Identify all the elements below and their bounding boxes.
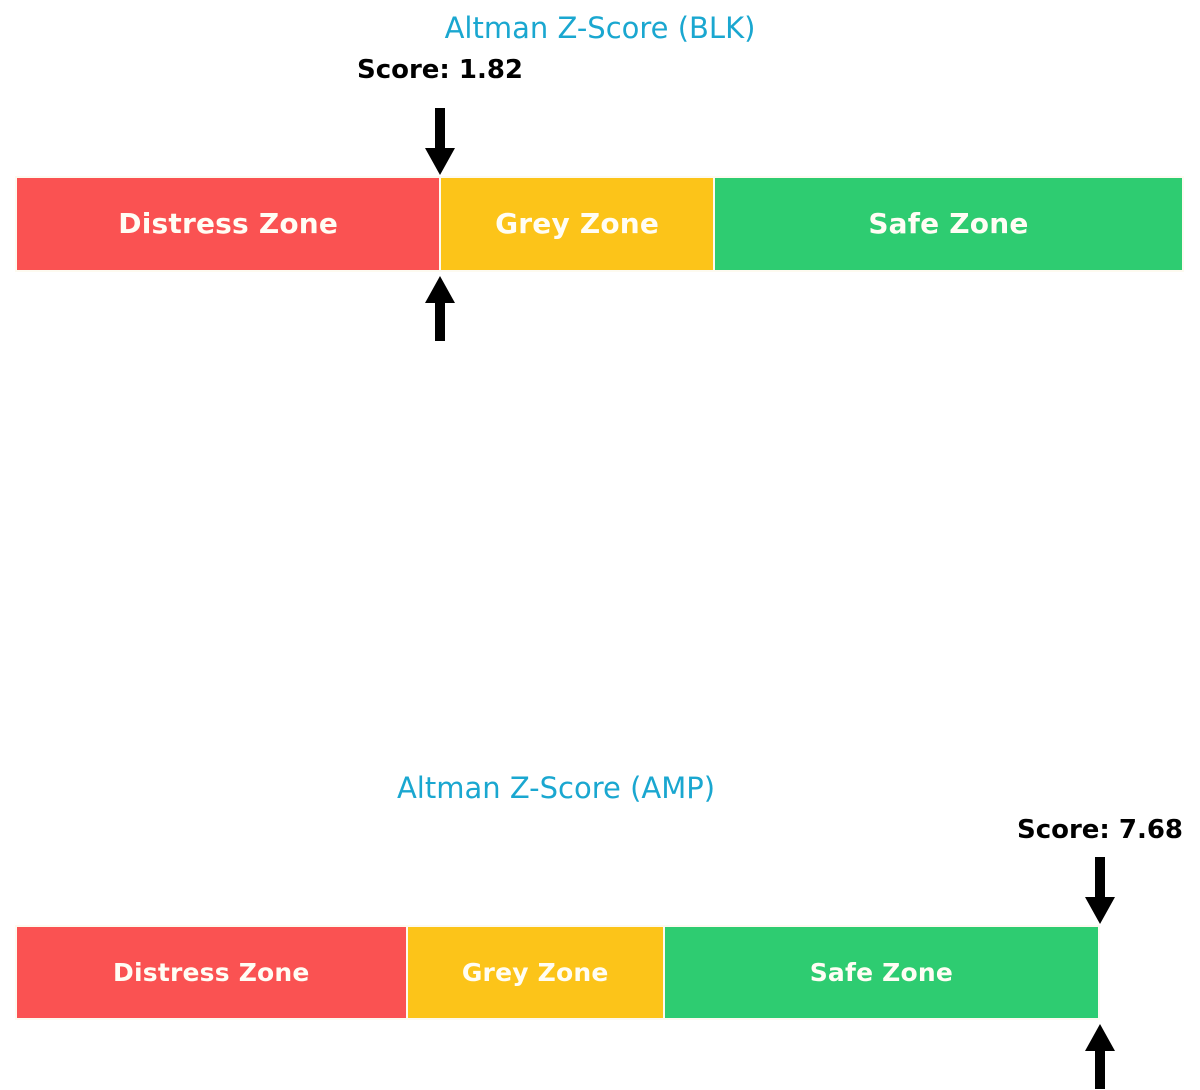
arrow-down-icon — [1084, 857, 1116, 925]
zone-label-safe-blk: Safe Zone — [868, 207, 1029, 240]
chart-title-amp: Altman Z-Score (AMP) — [396, 771, 716, 805]
zone-label-distress-amp: Distress Zone — [113, 958, 310, 987]
arrow-up-icon — [424, 276, 456, 342]
zone-safe-blk[interactable]: Safe Zone — [712, 176, 1184, 272]
zone-safe-amp[interactable]: Safe Zone — [662, 925, 1100, 1020]
arrow-up-icon — [1084, 1024, 1116, 1090]
zone-bar-blk: Distress Zone Grey Zone Safe Zone — [15, 176, 1184, 272]
zone-label-distress-blk: Distress Zone — [118, 207, 339, 240]
zone-distress-amp[interactable]: Distress Zone — [15, 925, 406, 1020]
zone-label-grey-blk: Grey Zone — [495, 207, 660, 240]
arrow-down-icon — [424, 108, 456, 176]
chart-title-blk: Altman Z-Score (BLK) — [444, 11, 756, 45]
zone-bar-amp: Distress Zone Grey Zone Safe Zone — [15, 925, 1100, 1020]
zone-label-grey-amp: Grey Zone — [461, 958, 609, 987]
zone-grey-blk[interactable]: Grey Zone — [439, 176, 713, 272]
score-label-amp: Score: 7.68 — [1016, 815, 1184, 845]
zone-grey-amp[interactable]: Grey Zone — [405, 925, 663, 1020]
score-label-blk: Score: 1.82 — [356, 55, 524, 85]
zone-distress-blk[interactable]: Distress Zone — [15, 176, 440, 272]
zone-label-safe-amp: Safe Zone — [809, 958, 953, 987]
altman-z-score-amp-panel: Altman Z-Score (AMP) Score: 7.68 Distres… — [0, 376, 1200, 1089]
altman-z-score-blk-panel: Altman Z-Score (BLK) Score: 1.82 Distres… — [0, 0, 1200, 370]
